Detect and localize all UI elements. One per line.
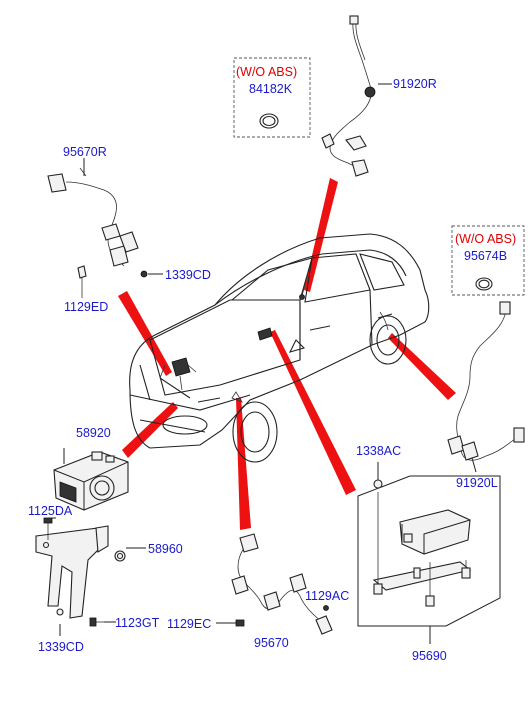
label-1129ed: 1129ED xyxy=(64,300,108,314)
label-1338ac: 1338AC xyxy=(356,444,401,458)
label-95674b: 95674B xyxy=(464,249,507,263)
note-wo-abs-2: (W/O ABS) xyxy=(455,232,516,246)
label-58960: 58960 xyxy=(148,542,183,556)
wedge-95670 xyxy=(236,398,251,530)
label-58920: 58920 xyxy=(76,426,111,440)
label-1123gt: 1123GT xyxy=(115,616,160,630)
part-58960 xyxy=(35,517,146,627)
wedge-91920r xyxy=(304,178,338,292)
part-58920 xyxy=(53,451,129,511)
label-95690: 95690 xyxy=(412,649,447,663)
part-91920r xyxy=(321,15,392,177)
car-illustration xyxy=(129,233,430,463)
wedge-58920 xyxy=(122,402,178,458)
label-84182k: 84182K xyxy=(249,82,293,96)
part-91920l xyxy=(447,301,525,473)
wedge-91920l xyxy=(388,333,456,400)
leader-wedges xyxy=(118,178,456,530)
label-1339cd-bottom: 1339CD xyxy=(38,640,84,654)
label-1125da: 1125DA xyxy=(28,504,73,518)
box-95674b xyxy=(451,225,525,296)
label-91920r: 91920R xyxy=(393,77,437,91)
wedge-95690 xyxy=(270,330,356,495)
label-91920l: 91920L xyxy=(456,476,498,490)
part-95690 xyxy=(357,462,501,644)
part-95670 xyxy=(216,533,333,635)
leader-lines xyxy=(48,158,85,636)
wedge-95670r xyxy=(118,291,172,376)
label-95670: 95670 xyxy=(254,636,289,650)
label-1129ac: 1129AC xyxy=(305,589,349,603)
label-1129ec: 1129EC xyxy=(167,617,211,631)
labels: (W/O ABS) 84182K 91920R 95670R (W/O ABS)… xyxy=(28,65,516,663)
part-95670r xyxy=(47,167,163,298)
label-95670r: 95670R xyxy=(63,145,107,159)
label-1339cd-top: 1339CD xyxy=(165,268,211,282)
box-84182k xyxy=(233,57,311,138)
note-wo-abs-1: (W/O ABS) xyxy=(236,65,297,79)
